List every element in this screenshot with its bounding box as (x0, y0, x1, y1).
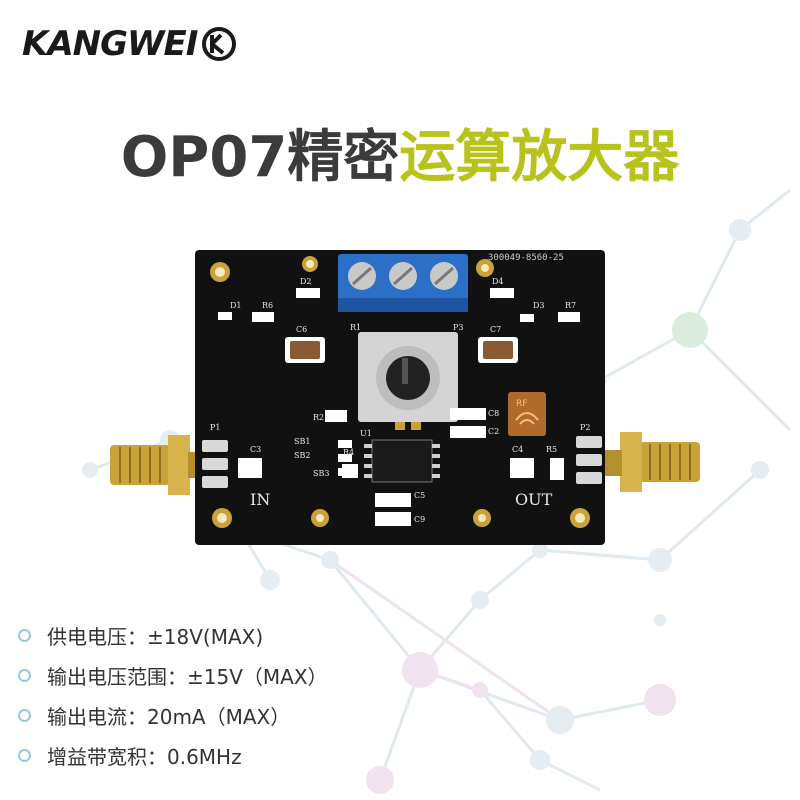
title-part-1: OP07精密 (120, 125, 400, 190)
label-sb1: SB1 (294, 437, 310, 446)
label-c9: C9 (414, 515, 425, 524)
pcb-board-image: 300049-8560-25 (110, 250, 700, 545)
label-d1: D1 (230, 301, 242, 310)
bullet-circle-icon (18, 668, 31, 682)
label-d3: D3 (533, 301, 545, 310)
brand-logo: KANGWEI (22, 24, 237, 64)
spec-item: 增益带宽积：0.6MHz (18, 735, 328, 775)
kw-logo-icon (202, 27, 237, 61)
capacitor-c6 (285, 337, 325, 363)
sma-connector-right (600, 432, 700, 492)
label-c6: C6 (296, 325, 307, 334)
label-sb2: SB2 (294, 451, 310, 460)
terminal-block (338, 254, 468, 312)
spec-text: 供电电压：±18V(MAX) (47, 624, 264, 649)
spec-list: 供电电压：±18V(MAX) 输出电压范围：±15V（MAX） 输出电流：20m… (18, 615, 328, 775)
label-c8: C8 (488, 409, 499, 418)
label-c5: C5 (414, 491, 425, 500)
in-label: IN (250, 490, 270, 509)
potentiometer (358, 332, 458, 430)
spec-item: 输出电流：20mA（MAX） (18, 695, 328, 735)
label-c2: C2 (488, 427, 499, 436)
capacitor-c7 (478, 337, 518, 363)
ic-u1-op07 (364, 439, 440, 483)
label-c3: C3 (250, 445, 261, 454)
label-r1: R1 (350, 323, 361, 332)
spec-text: 增益带宽积：0.6MHz (47, 744, 242, 769)
spec-item: 供电电压：±18V(MAX) (18, 615, 328, 655)
label-d2: D2 (300, 277, 312, 286)
brand-logo-text: KANGWEI (22, 24, 198, 64)
board-serial-label: 300049-8560-25 (488, 253, 564, 263)
label-c7: C7 (490, 325, 501, 334)
spec-item: 输出电压范围：±15V（MAX） (18, 655, 328, 695)
label-r2: R2 (313, 413, 324, 422)
title-part-2: 运算放大器 (399, 125, 680, 190)
rf-label: RF (516, 399, 527, 409)
label-u1: U1 (360, 429, 372, 438)
page-title: OP07精密运算放大器 (0, 112, 800, 193)
rf-logo-icon: RF (508, 392, 546, 436)
label-r6: R6 (262, 301, 273, 310)
bullet-circle-icon (18, 628, 31, 642)
bullet-circle-icon (18, 708, 31, 722)
label-c4: C4 (512, 445, 523, 454)
spec-text: 输出电压范围：±15V（MAX） (47, 664, 328, 689)
label-r4: R4 (343, 448, 354, 457)
label-sb3: SB3 (313, 469, 329, 478)
label-r5: R5 (546, 445, 557, 454)
label-p1: P1 (210, 423, 220, 432)
bullet-circle-icon (18, 748, 31, 762)
label-d4: D4 (492, 277, 504, 286)
label-p3: P3 (453, 323, 463, 332)
out-label: OUT (515, 490, 553, 509)
spec-text: 输出电流：20mA（MAX） (47, 704, 291, 729)
label-p2: P2 (580, 423, 590, 432)
label-r7: R7 (565, 301, 576, 310)
